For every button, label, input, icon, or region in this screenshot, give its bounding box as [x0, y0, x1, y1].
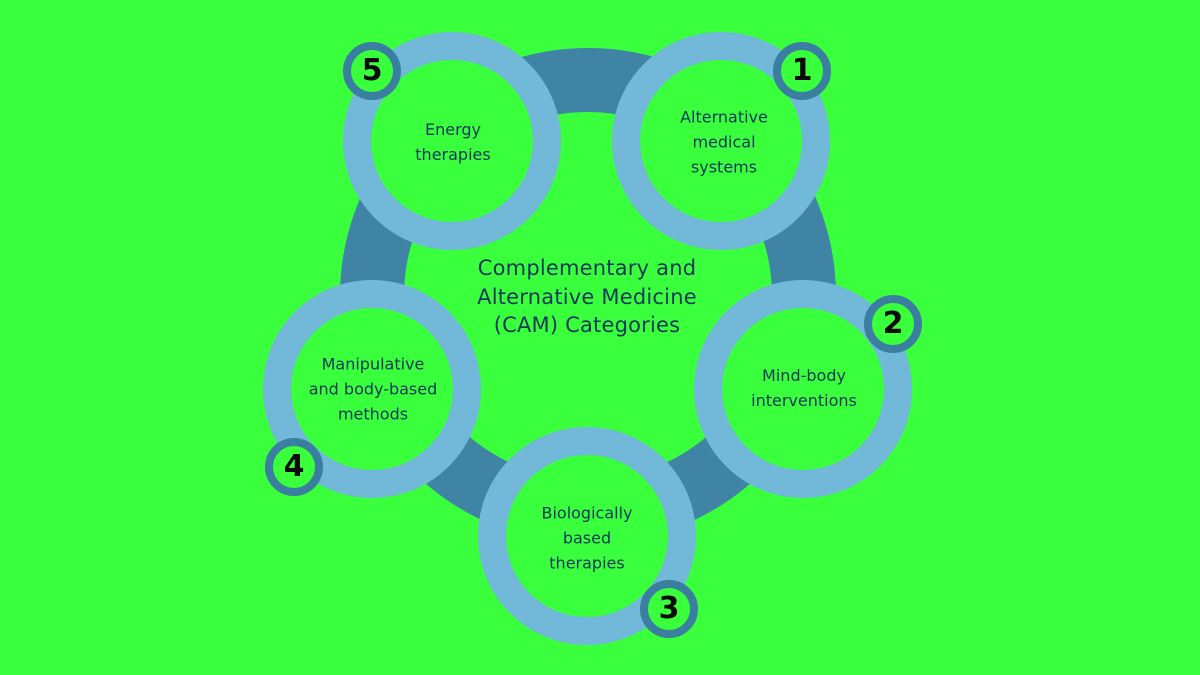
node-ring-1	[612, 32, 830, 250]
node-ring-5	[343, 32, 561, 250]
node-ring-3	[478, 427, 696, 645]
number-badge-1: 1	[773, 42, 831, 100]
node-label-1: Alternative medical systems	[680, 107, 768, 177]
node-ring-2	[694, 280, 912, 498]
number-badge-2: 2	[864, 295, 922, 353]
node-label-3: Biologically based therapies	[541, 503, 633, 573]
node-label-5: Energy therapies	[415, 120, 491, 164]
number-badge-5: 5	[343, 42, 401, 100]
node-label-4: Manipulative and body-based methods	[308, 354, 438, 424]
number-badge-3: 3	[640, 580, 698, 638]
node-label-2: Mind-body interventions	[751, 366, 857, 410]
node-ring-4	[263, 280, 481, 498]
number-badge-4: 4	[265, 438, 323, 496]
diagram-title: Complementary and Alternative Medicine (…	[477, 256, 697, 337]
